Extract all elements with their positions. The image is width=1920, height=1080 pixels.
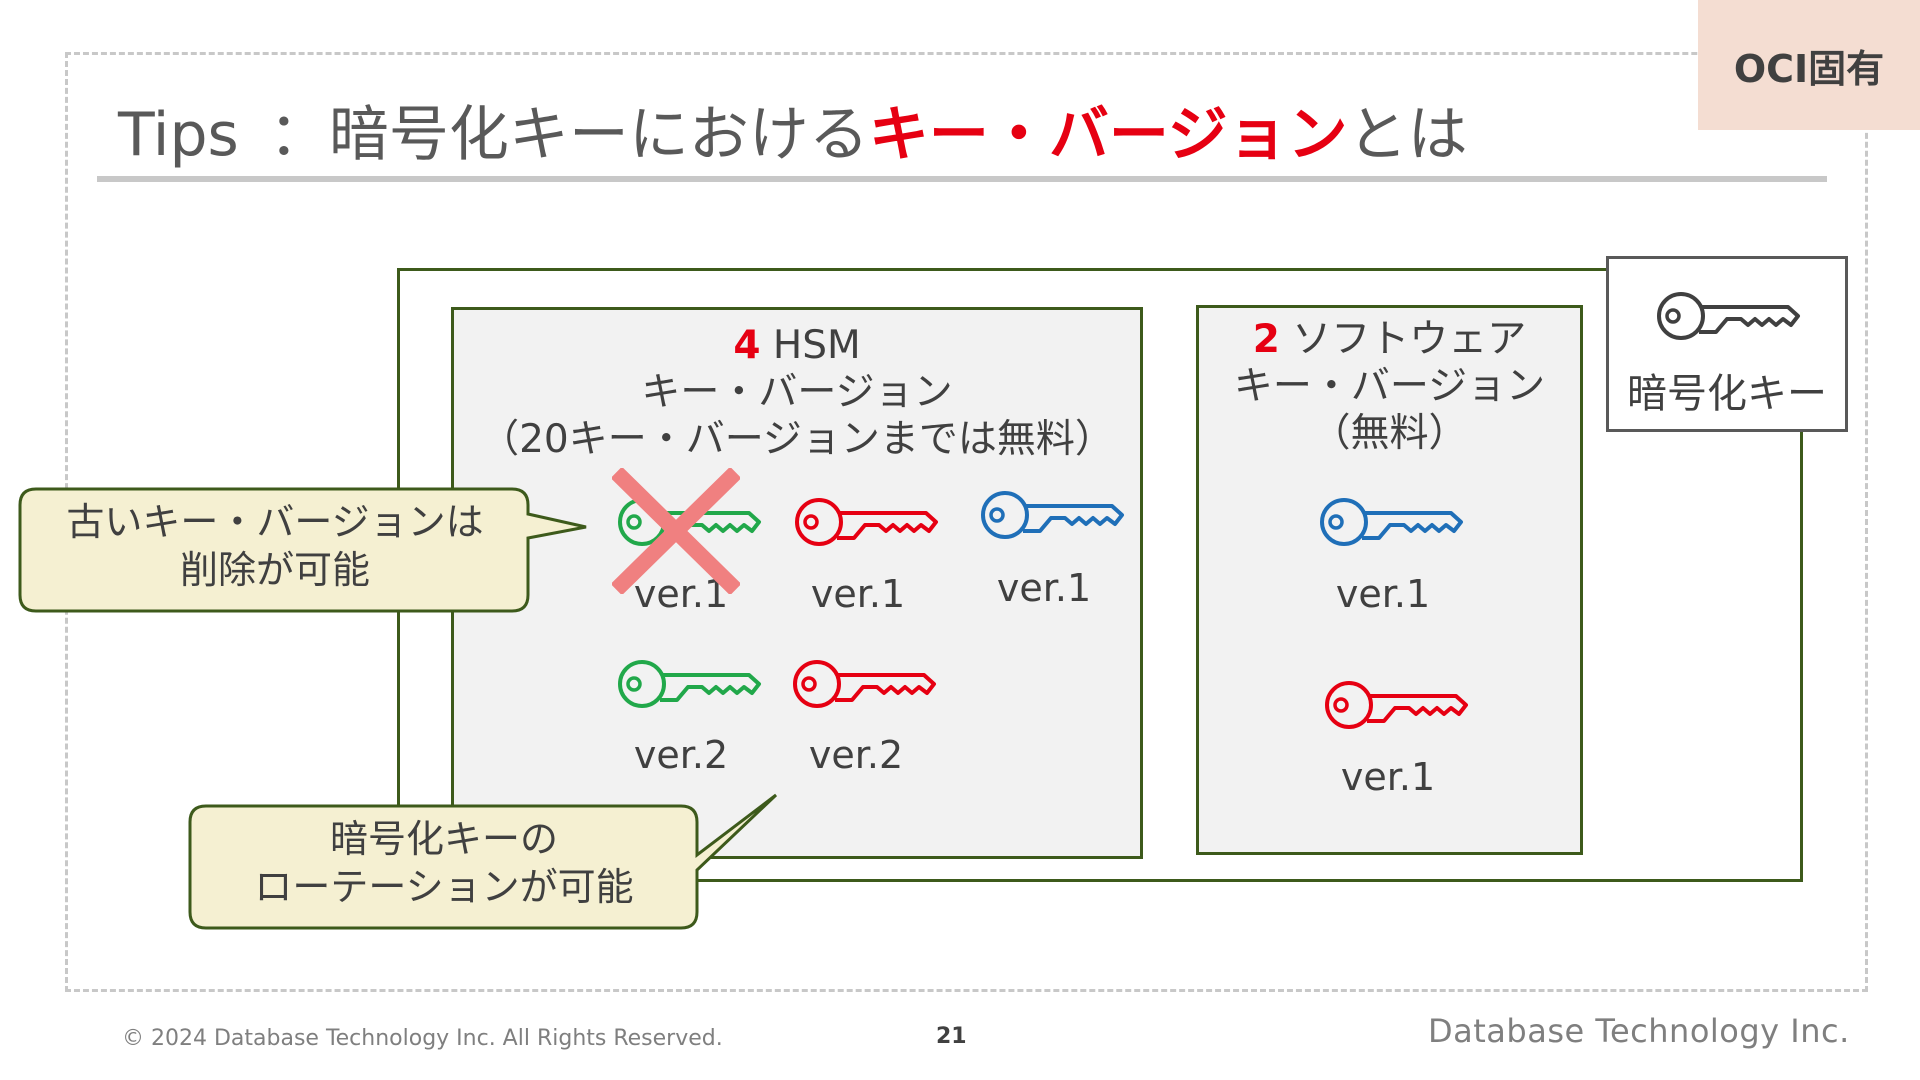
title-suffix: とは: [1347, 100, 1468, 170]
encryption-key-label-box: 暗号化キー: [1606, 256, 1848, 432]
hsm-key-version-label: ver.2: [633, 733, 729, 777]
company-logo-text: Database Technology Inc.: [1428, 1012, 1850, 1050]
software-key-version-label: ver.1: [1340, 755, 1436, 799]
key-icon: [793, 660, 936, 708]
page-number: 21: [936, 1024, 967, 1049]
title-divider: [97, 176, 1827, 182]
oci-badge: OCI固有: [1698, 0, 1920, 130]
callout-delete-line2: 削除が可能: [179, 548, 370, 592]
callout-delete-line1: 古いキー・バージョンは: [66, 500, 484, 544]
callout-rotate-text: 暗号化キーの ローテーションが可能: [190, 815, 698, 911]
slide-title: Tips ：暗号化キーにおけるキー・バージョンとは: [118, 95, 1468, 175]
software-key-version-label: ver.1: [1335, 572, 1431, 616]
hsm-line2: キー・バージョン: [641, 370, 953, 415]
software-count: 2: [1252, 317, 1280, 362]
footer-copyright: © 2024 Database Technology Inc. All Righ…: [122, 1026, 723, 1051]
key-icon: [1657, 292, 1800, 340]
hsm-key-version-label: ver.2: [808, 733, 904, 777]
hsm-key-version-label: ver.1: [633, 572, 729, 616]
hsm-line3: （20キー・バージョンまでは無料）: [480, 417, 1114, 462]
callout-delete-text: 古いキー・バージョンは 削除が可能: [20, 498, 530, 594]
software-heading: 2 ソフトウェア キー・バージョン （無料）: [1199, 316, 1580, 457]
software-line3: （無料）: [1311, 411, 1468, 456]
key-icon: [1320, 498, 1463, 546]
software-key-versions-box: 2 ソフトウェア キー・バージョン （無料）: [1196, 305, 1583, 855]
hsm-count: 4: [733, 323, 761, 368]
software-line2: キー・バージョン: [1233, 364, 1546, 409]
hsm-heading: 4 HSM キー・バージョン （20キー・バージョンまでは無料）: [454, 322, 1140, 463]
title-highlight: キー・バージョン: [868, 100, 1348, 170]
callout-rotate-line2: ローテーションが可能: [254, 865, 634, 909]
key-icon: [1325, 681, 1468, 729]
encryption-key-label: 暗号化キー: [1627, 371, 1827, 417]
delete-cross-icon: [612, 468, 740, 594]
title-prefix: Tips: [118, 100, 239, 170]
software-line1: ソフトウェア: [1292, 317, 1527, 362]
hsm-key-version-label: ver.1: [996, 566, 1092, 610]
hsm-key-version-label: ver.1: [810, 572, 906, 616]
key-icon: [795, 498, 938, 546]
title-main: ：暗号化キーにおける: [268, 100, 869, 170]
key-icon: [981, 491, 1124, 539]
callout-rotate-line1: 暗号化キーの: [329, 817, 558, 861]
key-icon: [618, 660, 761, 708]
hsm-line1: HSM: [772, 323, 861, 368]
